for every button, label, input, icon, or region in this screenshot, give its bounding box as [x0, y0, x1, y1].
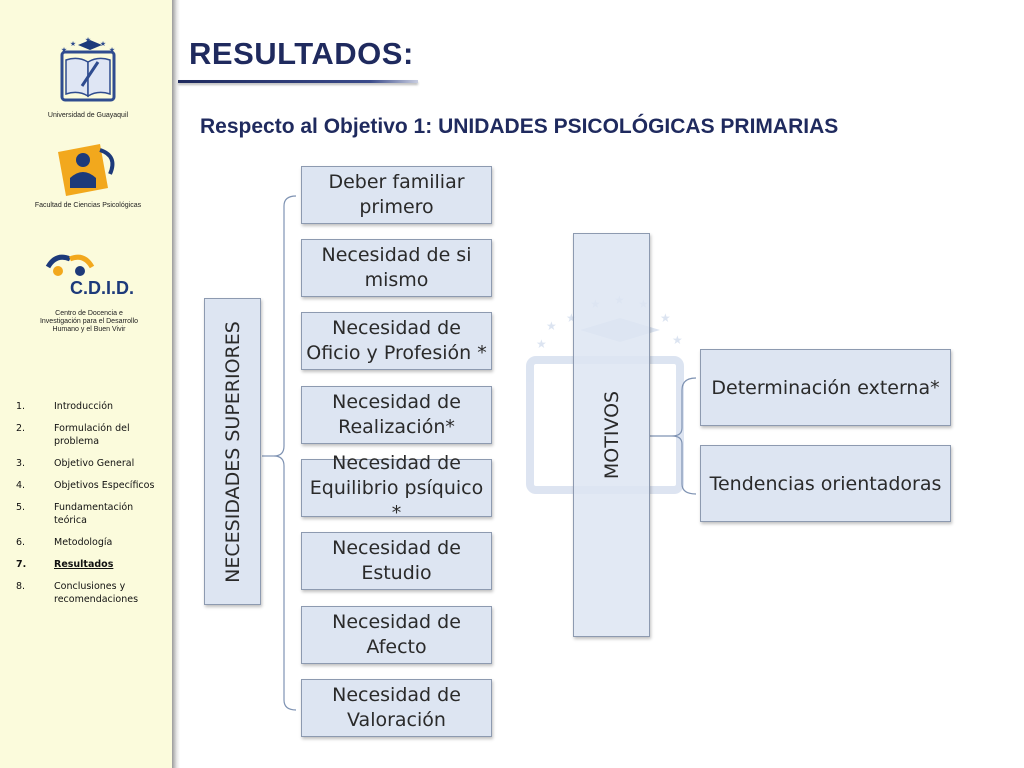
svg-text:★: ★ [100, 40, 106, 48]
needs-category-label: NECESIDADES SUPERIORES [221, 320, 244, 583]
nav-item-label: Formulación del problema [54, 423, 130, 447]
cdid-caption: Centro de Docencia e Investigación para … [39, 310, 139, 333]
nav-item-label: Objetivos Específicos [54, 480, 155, 491]
svg-text:★: ★ [109, 46, 115, 54]
svg-text:★: ★ [546, 319, 557, 333]
nav-item-number: 4. [16, 480, 26, 491]
motive-box: Determinación externa* [700, 349, 951, 426]
faculty-logo [58, 144, 115, 196]
svg-text:★: ★ [85, 36, 91, 44]
need-box: Necesidad de Oficio y Profesión * [301, 312, 492, 370]
need-box: Deber familiar primero [301, 166, 492, 224]
nav-item-1[interactable]: 1. Introducción [16, 400, 166, 413]
need-box: Necesidad de Valoración [301, 679, 492, 737]
need-box: Necesidad de Equilibrio psíquico * [301, 452, 492, 524]
nav-item-2[interactable]: 2. Formulación del problema [16, 422, 166, 448]
nav-item-7[interactable]: 7. Resultados [16, 558, 166, 571]
nav-item-6[interactable]: 6. Metodología [16, 536, 166, 549]
nav-item-5[interactable]: 5. Fundamentación teórica [16, 501, 166, 527]
motives-bracket [650, 377, 697, 495]
motives-category-box: MOTIVOS [573, 233, 650, 637]
section-nav: 1. Introducción 2. Formulación del problema… [16, 400, 166, 615]
page-title: RESULTADOS: [189, 36, 414, 71]
cdid-wordmark: C.D.I.D. [70, 278, 135, 298]
need-box: Necesidad de Estudio [301, 532, 492, 590]
nav-item-label: Introducción [54, 401, 114, 412]
nav-item-number: 1. [16, 401, 26, 412]
nav-item-label: Objetivo General [54, 458, 135, 469]
nav-item-number: 7. [16, 559, 27, 570]
svg-text:★: ★ [566, 311, 577, 325]
svg-text:★: ★ [61, 46, 67, 54]
sidebar: ★ ★ ★ ★ ★ Universidad de Guayaquil Facul… [0, 0, 176, 768]
nav-item-4[interactable]: 4. Objetivos Específicos [16, 479, 166, 492]
nav-item-number: 6. [16, 537, 26, 548]
nav-item-number: 5. [16, 502, 26, 513]
needs-category-box: NECESIDADES SUPERIORES [204, 298, 261, 605]
need-box: Necesidad de Realización* [301, 386, 492, 444]
nav-item-number: 8. [16, 581, 26, 592]
svg-text:★: ★ [536, 337, 547, 351]
title-underline [178, 80, 418, 83]
sidebar-divider [172, 0, 180, 768]
needs-bracket [262, 195, 297, 711]
need-box: Necesidad de si mismo [301, 239, 492, 297]
university-caption: Universidad de Guayaquil [47, 112, 129, 119]
page-subtitle: Respecto al Objetivo 1: UNIDADES PSICOLÓ… [200, 115, 839, 138]
motive-box: Tendencias orientadoras [700, 445, 951, 522]
svg-text:★: ★ [660, 311, 671, 325]
university-logo: ★ ★ ★ ★ ★ [60, 36, 116, 102]
need-box: Necesidad de Afecto [301, 606, 492, 664]
nav-item-8[interactable]: 8. Conclusiones y recomendaciones [16, 580, 166, 606]
nav-item-3[interactable]: 3. Objetivo General [16, 457, 166, 470]
faculty-caption: Facultad de Ciencias Psicológicas [34, 202, 142, 209]
svg-text:★: ★ [672, 333, 683, 347]
nav-item-label: Fundamentación teórica [54, 502, 134, 526]
nav-item-label: Resultados [54, 559, 114, 570]
cdid-logo [45, 254, 95, 276]
nav-item-label: Conclusiones y recomendaciones [54, 581, 139, 605]
nav-item-label: Metodología [54, 537, 113, 548]
nav-item-number: 2. [16, 423, 26, 434]
motives-category-label: MOTIVOS [600, 390, 623, 480]
nav-item-number: 3. [16, 458, 26, 469]
svg-text:★: ★ [70, 40, 76, 48]
